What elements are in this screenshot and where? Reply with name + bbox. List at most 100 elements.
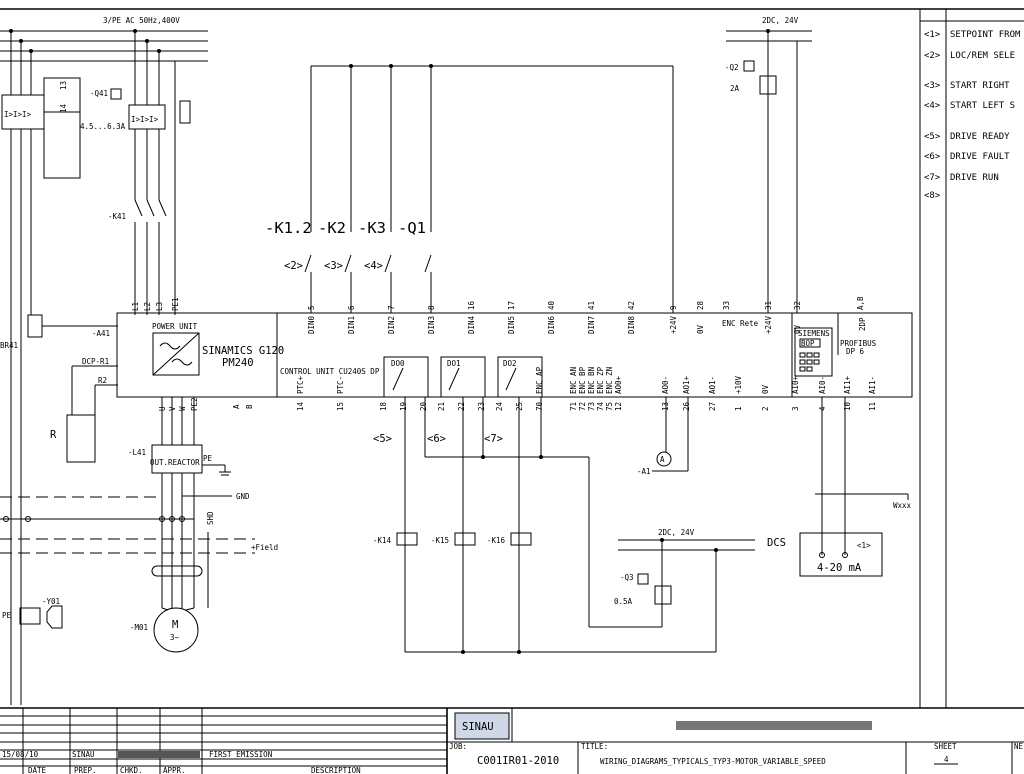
svg-text:R2: R2 — [98, 376, 107, 385]
switch-ref: <4> — [364, 260, 383, 272]
legend-ref: <3> — [924, 81, 941, 91]
svg-text:15/08/10: 15/08/10 — [2, 750, 39, 759]
svg-text:-A41: -A41 — [92, 329, 110, 338]
svg-text:2DC, 24V: 2DC, 24V — [658, 528, 695, 537]
svg-text:FIRST_EMISSION: FIRST_EMISSION — [209, 750, 272, 759]
svg-text:M: M — [172, 619, 178, 631]
terminal-name: AO0+ — [614, 375, 623, 394]
svg-text:C001IR01-2010: C001IR01-2010 — [477, 755, 559, 767]
terminal-name: 0V — [761, 384, 770, 394]
input-switches: -K1.2<2>-K2<3>-K3<4>-Q1 — [265, 219, 436, 273]
terminal-name: ENC BP — [578, 366, 587, 394]
svg-text:-Y01: -Y01 — [42, 597, 60, 606]
sinau-logo — [454, 712, 510, 740]
svg-text:WIRING_DIAGRAMS_TYPICALS_TYP3-: WIRING_DIAGRAMS_TYPICALS_TYP3-MOTOR_VARI… — [600, 757, 826, 766]
switch-tag: -Q1 — [398, 219, 426, 237]
svg-text:R: R — [50, 429, 57, 441]
terminal-name: ENC BN — [587, 367, 596, 394]
terminal-number: 40 — [547, 300, 556, 310]
svg-text:POWER UNIT: POWER UNIT — [152, 322, 198, 331]
svg-text:APPR.: APPR. — [163, 766, 186, 774]
svg-text:SIEMENS: SIEMENS — [798, 329, 830, 338]
terminal-name: DIN2 — [387, 316, 396, 334]
terminal-name: DIN5 — [507, 316, 516, 334]
svg-text:BR41: BR41 — [0, 341, 18, 350]
svg-text:-M01: -M01 — [130, 623, 148, 632]
switch-tag: -K3 — [358, 219, 386, 237]
svg-text:I>I>I>: I>I>I> — [4, 110, 32, 119]
svg-text:<1>: <1> — [857, 541, 871, 550]
svg-text:Wxxx: Wxxx — [893, 501, 912, 510]
dcs-analog-input: Wxxx DCS <1> 4-20 mA — [767, 397, 912, 577]
analog-output-meter: A -A1 — [637, 397, 689, 476]
terminal-number: 2 — [761, 406, 770, 411]
svg-text:OUT.REACTOR: OUT.REACTOR — [150, 458, 200, 467]
legend-text: DRIVE RUN — [950, 173, 999, 183]
svg-text:14: 14 — [59, 103, 68, 113]
main-supply-bus — [0, 29, 208, 95]
terminal-number: 20 — [419, 401, 428, 411]
svg-text:-Q2: -Q2 — [725, 63, 739, 72]
legend-ref: <4> — [924, 101, 941, 111]
terminal-name: +24V — [764, 315, 773, 334]
switch-tag: -K2 — [318, 219, 346, 237]
legend-text: DRIVE READY — [950, 132, 1010, 142]
relay-ref: <5> — [373, 433, 392, 445]
terminal-name: PTC- — [336, 376, 345, 394]
terminal-name: AI0+ — [791, 375, 800, 394]
svg-text:PREP.: PREP. — [74, 766, 97, 774]
left-feeder-breaker: I>I>I> 13 14 — [1, 77, 81, 705]
terminal-name: AO0- — [661, 376, 670, 394]
legend-text: SETPOINT FROM — [950, 30, 1021, 40]
svg-text:GND: GND — [236, 492, 250, 501]
digital-input-wiring — [310, 64, 674, 313]
terminal-name: DIN8 — [627, 315, 636, 334]
drive-relay-outputs: DO0 DO1 DO2 — [383, 356, 543, 398]
k41-contactor: -K41 — [108, 129, 167, 315]
terminal-number: 10 — [843, 401, 852, 411]
terminal-name: ENC ZP — [596, 366, 605, 394]
terminal-number: 12 — [614, 402, 623, 411]
relay-output-wiring: -K14 -K15 -K16 — [373, 397, 716, 654]
relay-ref: <7> — [484, 433, 503, 445]
power-terminal-in: L2 — [143, 302, 152, 311]
terminal-number: 3 — [791, 406, 800, 411]
terminal-number: 11 — [868, 402, 877, 411]
main-supply-label: 3/PE AC 50Hz,400V — [103, 16, 180, 25]
terminal-number: 73 — [587, 402, 596, 411]
legend-text: START RIGHT — [950, 81, 1010, 91]
svg-text:2DC, 24V: 2DC, 24V — [762, 16, 799, 25]
svg-text:TITLE:: TITLE: — [581, 742, 608, 751]
terminal-name: ENC AP — [535, 366, 544, 394]
dc-supply-top: 2DC, 24V -Q2 2A — [725, 16, 812, 313]
terminal-number: 22 — [457, 402, 466, 411]
terminal-number: 15 — [336, 402, 345, 411]
terminal-name: AI1+ — [843, 375, 852, 394]
terminal-name: DIN6 — [547, 315, 556, 334]
terminal-number: 23 — [477, 402, 486, 411]
terminal-number: 74 — [596, 401, 605, 411]
power-terminal-in: L3 — [155, 302, 164, 311]
svg-text:SHD: SHD — [206, 511, 215, 525]
legend-ref: <2> — [924, 51, 941, 61]
svg-text:4-20 mA: 4-20 mA — [817, 562, 862, 574]
terminal-number: 16 — [467, 300, 476, 310]
svg-text:-K16: -K16 — [487, 536, 506, 545]
svg-text:JOB:: JOB: — [449, 742, 467, 751]
terminal-name: +10V — [734, 375, 743, 394]
reference-legend: <1>SETPOINT FROM<2>LOC/REM SELE<3>START … — [924, 30, 1021, 201]
terminal-name: AI1- — [868, 376, 877, 394]
svg-text:PE: PE — [203, 454, 213, 463]
svg-text:NE: NE — [1014, 742, 1024, 751]
terminal-name: PTC+ — [296, 375, 305, 394]
switch-ref: <3> — [324, 260, 343, 272]
terminal-number: 1 — [734, 406, 743, 411]
drive-top-terminals: 5DIN06DIN17DIN28DIN316DIN417DIN540DIN641… — [307, 296, 865, 334]
terminal-number: 18 — [379, 401, 388, 411]
terminal-number: 41 — [587, 301, 596, 310]
legend-ref: <6> — [924, 152, 941, 162]
svg-text:CONTROL UNIT CU240S DP: CONTROL UNIT CU240S DP — [280, 367, 380, 376]
svg-text:-Q41: -Q41 — [90, 89, 108, 98]
legend-ref: <7> — [924, 173, 941, 183]
